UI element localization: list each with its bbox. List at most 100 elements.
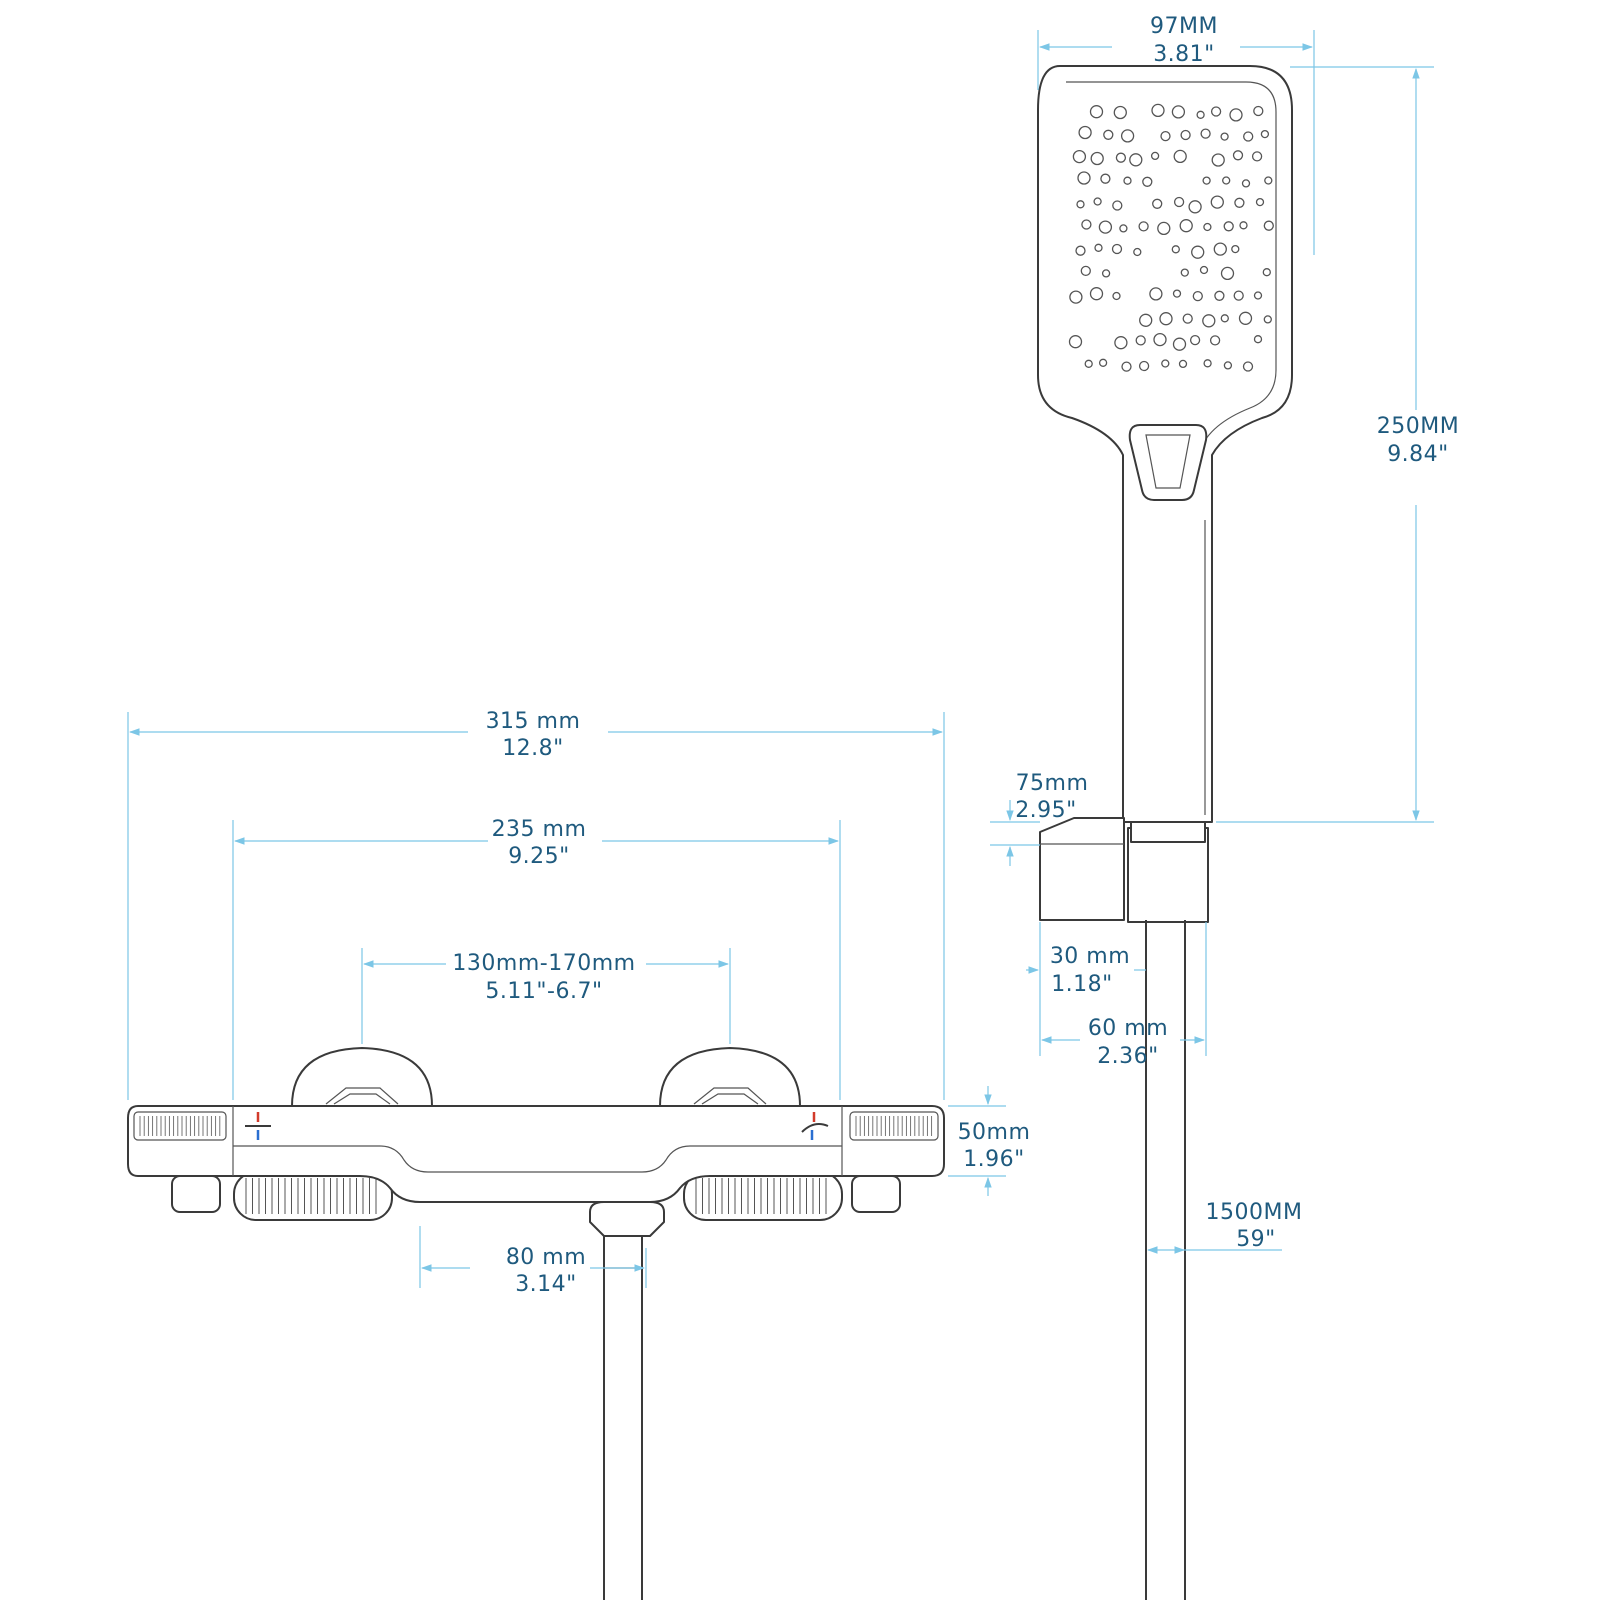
holder-depth-in-label: 2.95" [1015, 798, 1077, 823]
spray-hole [1253, 335, 1263, 344]
spray-hole [1238, 311, 1253, 325]
hose-length-mm-label: 1500MM [1206, 1200, 1303, 1225]
spray-hole [1222, 176, 1231, 185]
body-width-in-label: 9.25" [508, 844, 570, 869]
body-height-mm-label: 50mm [958, 1120, 1031, 1145]
spray-hole [1115, 152, 1127, 163]
spray-hole [1179, 219, 1193, 233]
spray-hole [1202, 314, 1216, 328]
spray-hole [1173, 149, 1187, 164]
holder-offset-in-label: 1.18" [1051, 972, 1113, 997]
spray-hole [1203, 222, 1212, 232]
spray-hole [1192, 290, 1203, 302]
spray-hole [1151, 103, 1165, 118]
spray-hole [1189, 334, 1201, 346]
spray-hole [1093, 197, 1102, 206]
spray-hole [1213, 242, 1227, 256]
handset-length-in-label: 9.84" [1387, 442, 1449, 467]
dimension-labels: 97MM 3.81" 250MM 9.84" 315 mm 12.8" 235 … [452, 14, 1459, 1297]
spray-hole [1188, 200, 1202, 214]
holder-depth-mm-label: 75mm [1016, 771, 1089, 796]
spray-hole [1159, 312, 1173, 326]
spray-hole [1264, 176, 1273, 185]
spray-hole [1094, 243, 1103, 252]
spray-hole [1202, 176, 1211, 185]
spray-hole [1112, 291, 1121, 301]
spray-hole [1120, 129, 1135, 143]
thermostatic-mixer [127, 1047, 945, 1600]
spray-hole [1223, 361, 1233, 370]
dimension-lines [127, 30, 1434, 1288]
spray-hole [1160, 130, 1171, 142]
spray-hole [1220, 266, 1235, 281]
wall-holder [1039, 817, 1209, 923]
spray-hole [1135, 335, 1146, 346]
spray-hole [1231, 244, 1240, 254]
spray-hole [1173, 196, 1185, 208]
spray-hole [1214, 290, 1225, 301]
body-width-mm-label: 235 mm [492, 817, 587, 842]
spray-hole [1113, 105, 1127, 120]
temperature-indicator-icon [801, 1112, 829, 1140]
spray-hole [1139, 313, 1153, 327]
spray-hole [1196, 110, 1205, 119]
spray-hole [1229, 108, 1243, 122]
spray-hole [1243, 131, 1254, 142]
spray-hole [1080, 265, 1091, 277]
spray-hole [1253, 105, 1264, 117]
spray-hole [1098, 358, 1108, 367]
spray-hole [1142, 176, 1153, 187]
spray-hole [1220, 314, 1229, 323]
right-knob [683, 1171, 843, 1221]
spray-hole [1209, 335, 1221, 346]
spray-hole [1211, 153, 1225, 167]
spray-hole [1251, 151, 1263, 162]
spray-hole [1081, 219, 1092, 230]
left-knob [233, 1171, 393, 1221]
spray-hole [1078, 125, 1092, 140]
hose-length-in-label: 59" [1236, 1227, 1276, 1252]
spray-hole [1157, 221, 1171, 236]
spray-hole [1149, 287, 1163, 301]
inlet-spacing-mm-label: 130mm-170mm [452, 951, 635, 976]
head-width-mm-label: 97MM [1150, 14, 1218, 39]
outlet-offset-in-label: 3.14" [515, 1272, 577, 1297]
spray-hole [1260, 129, 1270, 139]
spray-nozzles [1068, 103, 1274, 372]
spray-hole [1255, 197, 1265, 207]
spray-hole [1100, 173, 1111, 184]
spray-hole [1098, 220, 1113, 234]
spray-hole [1233, 290, 1244, 301]
spray-hole [1262, 268, 1271, 277]
spray-hole [1263, 220, 1274, 231]
spray-hole [1171, 245, 1180, 254]
spray-hole [1180, 268, 1189, 277]
holder-width-in-label: 2.36" [1097, 1044, 1159, 1069]
spray-hole [1111, 243, 1123, 255]
left-inlet [291, 1047, 433, 1107]
spray-hole [1076, 200, 1085, 209]
spray-hole [1200, 128, 1211, 139]
spray-hole [1220, 132, 1229, 141]
spray-hole [1239, 221, 1248, 230]
spray-hole [1123, 176, 1132, 185]
outlet-nut [589, 1201, 665, 1237]
spray-hole [1077, 171, 1091, 185]
spray-hole [1119, 224, 1128, 233]
spray-hole [1178, 359, 1188, 369]
spray-hole [1253, 291, 1263, 300]
spray-hole [1161, 359, 1170, 368]
overall-width-mm-label: 315 mm [486, 709, 581, 734]
spray-hole [1069, 290, 1083, 304]
handset-length-mm-label: 250MM [1377, 414, 1459, 439]
holder-offset-mm-label: 30 mm [1050, 944, 1130, 969]
spray-hole [1182, 313, 1193, 324]
spray-hole [1075, 245, 1086, 256]
spray-hole [1138, 360, 1150, 372]
spray-hole [1089, 287, 1104, 301]
spray-hole [1241, 179, 1251, 188]
spray-hole [1263, 315, 1272, 324]
spray-hole [1210, 195, 1224, 209]
